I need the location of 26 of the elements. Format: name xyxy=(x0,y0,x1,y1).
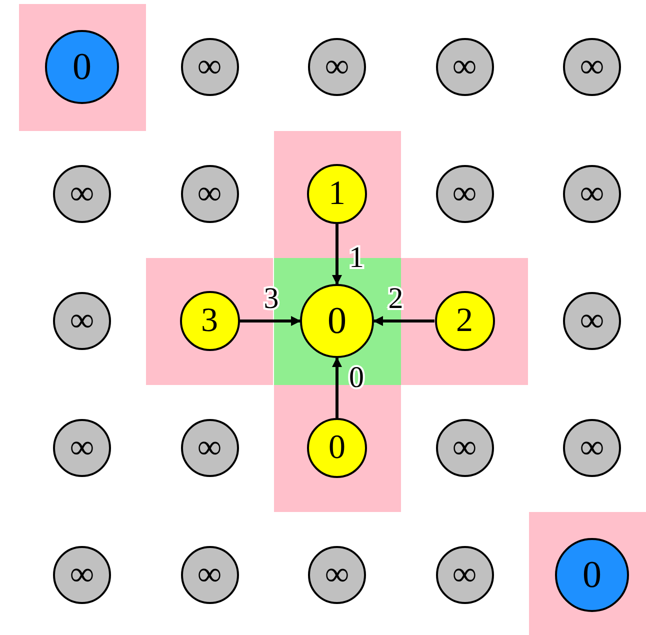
value-circle: ∞ xyxy=(563,165,621,223)
value-circle: ∞ xyxy=(436,38,494,96)
value-circle: ∞ xyxy=(436,165,494,223)
value-circle: ∞ xyxy=(53,165,111,223)
value-circle: ∞ xyxy=(308,546,366,604)
edge-label: 1 xyxy=(349,243,364,273)
value-circle: ∞ xyxy=(180,546,238,604)
value-circle: ∞ xyxy=(180,419,238,477)
edge-label: 0 xyxy=(349,363,364,393)
value-circle: ∞ xyxy=(180,165,238,223)
value-circle: ∞ xyxy=(436,419,494,477)
value-circle: ∞ xyxy=(53,546,111,604)
value-circle: ∞ xyxy=(53,292,111,350)
arrow xyxy=(373,316,434,326)
arrow xyxy=(332,357,342,418)
value-circle: ∞ xyxy=(436,546,494,604)
edge-label: 2 xyxy=(388,284,404,314)
arrow xyxy=(240,316,301,326)
value-circle: ∞ xyxy=(563,419,621,477)
arrow xyxy=(332,224,342,285)
value-circle: ∞ xyxy=(563,38,621,96)
value-circle: ∞ xyxy=(563,292,621,350)
value-circle: ∞ xyxy=(308,38,366,96)
value-circle: ∞ xyxy=(180,38,238,96)
value-circle: ∞ xyxy=(53,419,111,477)
edge-label: 3 xyxy=(264,284,279,314)
